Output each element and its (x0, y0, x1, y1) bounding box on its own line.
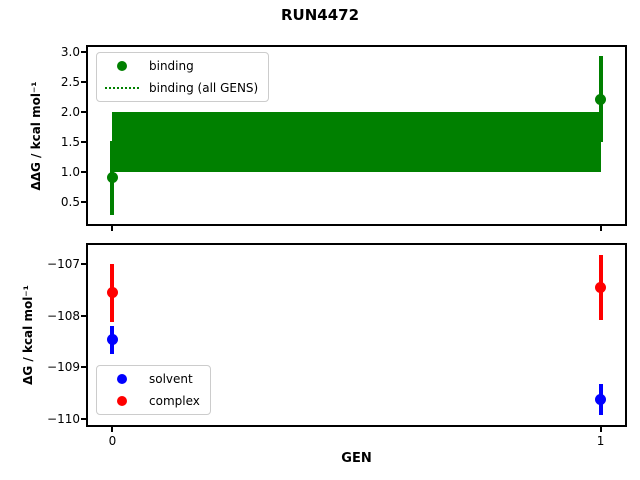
y-tick-label: 1.5 (60, 134, 80, 149)
y-tick-label: 2.5 (60, 74, 80, 89)
y-tick-label: −108 (47, 308, 80, 323)
legend-marker-cell (105, 61, 139, 71)
legend-item: binding (all GENS) (105, 77, 258, 99)
y-tick-mark (81, 80, 86, 83)
y-tick-label: 2.0 (60, 104, 80, 119)
y-tick-mark (81, 170, 86, 173)
y-tick-label: −107 (47, 257, 80, 272)
y-tick-mark (81, 110, 86, 113)
legend-marker-cell (105, 374, 139, 384)
dotted-line-icon (105, 87, 139, 89)
y-tick-mark (81, 314, 86, 317)
legend-label: complex (149, 394, 200, 408)
y-tick-label: −109 (47, 360, 80, 375)
x-axis-label: GEN (341, 451, 372, 466)
y-tick-mark (81, 140, 86, 143)
y-tick-mark (81, 263, 86, 266)
y-axis-label: ΔG / kcal mol⁻¹ (21, 285, 35, 385)
y-tick-label: 0.5 (60, 194, 80, 209)
x-tick-mark (111, 226, 114, 231)
circle-marker-icon (117, 61, 127, 71)
x-tick-mark (599, 226, 602, 231)
solvent-data-point (106, 334, 118, 346)
legend-label: solvent (149, 372, 193, 386)
legend-marker-cell (105, 87, 139, 89)
y-tick-mark (81, 50, 86, 53)
x-tick-mark (111, 427, 114, 432)
complex-data-point (106, 287, 118, 299)
complex-data-point (595, 281, 607, 293)
y-tick-label: −110 (47, 411, 80, 426)
legend: solvent complex (96, 365, 211, 415)
axes-frame (86, 243, 627, 427)
x-tick-label: 1 (596, 434, 605, 448)
legend-marker-cell (105, 396, 139, 406)
y-tick-label: 1.0 (60, 164, 80, 179)
binding-data-point (106, 172, 118, 184)
legend-item: solvent (105, 368, 200, 390)
legend-item: binding (105, 55, 258, 77)
figure-title: RUN4472 (280, 6, 360, 24)
y-tick-mark (81, 366, 86, 369)
legend-label: binding (149, 59, 194, 73)
circle-marker-icon (117, 396, 127, 406)
legend-label: binding (all GENS) (149, 81, 259, 95)
solvent-data-point (595, 394, 607, 406)
y-tick-mark (81, 417, 86, 420)
x-tick-label: 0 (108, 434, 117, 448)
legend-item: complex (105, 390, 200, 412)
circle-marker-icon (117, 374, 127, 384)
axes-frame (86, 45, 627, 226)
binding-data-point (595, 93, 607, 105)
y-axis-label: ΔΔG / kcal mol⁻¹ (29, 80, 43, 191)
x-tick-mark (599, 427, 602, 432)
legend: binding binding (all GENS) (96, 52, 270, 102)
y-tick-label: 3.0 (60, 44, 80, 59)
uncertainty-band (112, 111, 601, 172)
y-tick-mark (81, 200, 86, 203)
